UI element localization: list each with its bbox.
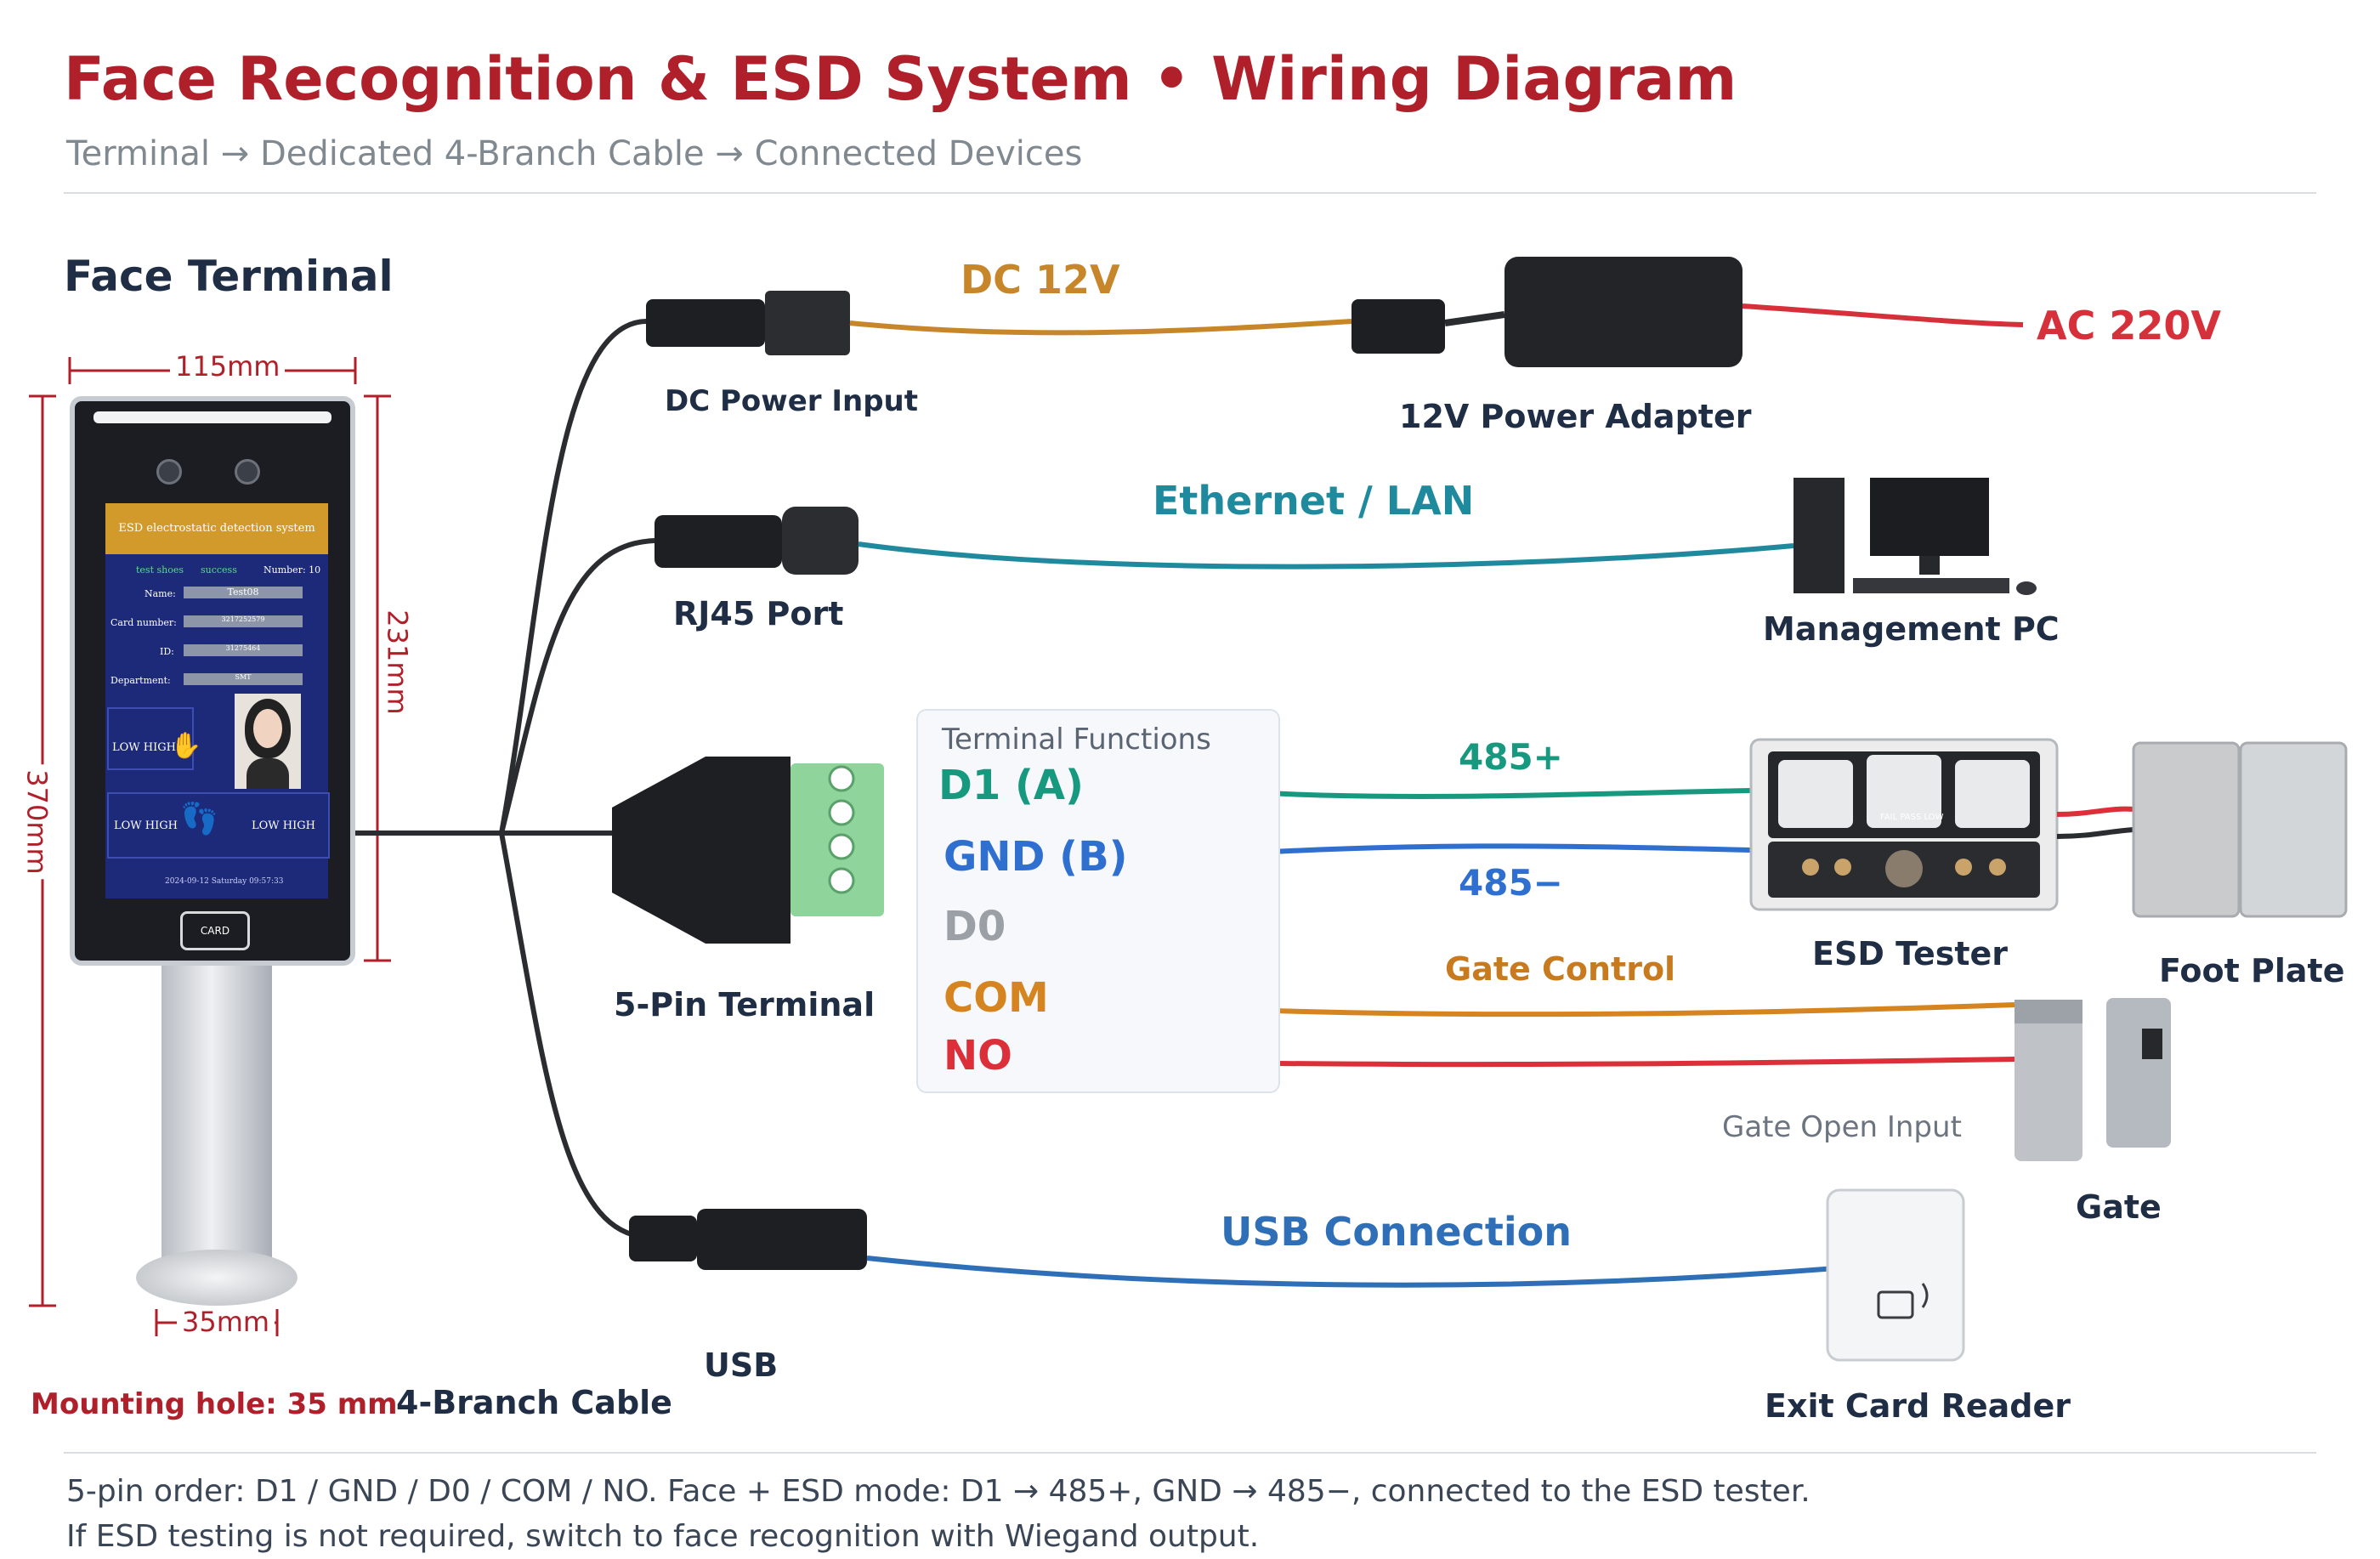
exit-card-reader-label: Exit Card Reader <box>1765 1387 2071 1425</box>
dc-power-input-label: DC Power Input <box>665 384 919 418</box>
page-title: Face Recognition & ESD System • Wiring D… <box>64 44 1737 114</box>
screen-card-value: 3217252579 <box>184 615 303 627</box>
dimension-width-label: 115mm <box>170 350 286 383</box>
terminal-stand <box>162 966 272 1272</box>
five-pin-connector <box>612 757 884 944</box>
screen-dept-value: SMT <box>184 673 303 685</box>
pin-gnd-label: GND (B) <box>944 833 1128 881</box>
cable-label: 4-Branch Cable <box>396 1384 672 1421</box>
dc-12v-label: DC 12V <box>960 257 1120 303</box>
power-adapter <box>1352 257 1742 367</box>
screen-name-label: Name: <box>144 588 176 599</box>
screen-status-left: test shoes <box>136 564 184 575</box>
esd-tester-device <box>1749 738 2059 911</box>
screen-name-value: Test08 <box>184 587 303 598</box>
footer-note: 5-pin order: D1 / GND / D0 / COM / NO. F… <box>66 1469 1810 1559</box>
pin-d0-label: D0 <box>944 903 1006 950</box>
footer-line-1: 5-pin order: D1 / GND / D0 / COM / NO. F… <box>66 1474 1810 1509</box>
ac-220v-label: AC 220V <box>2037 303 2221 349</box>
pin-no-label: NO <box>944 1032 1012 1080</box>
gate-control-label: Gate Control <box>1445 950 1676 988</box>
screen-low-high-right: LOW HIGH <box>252 819 315 832</box>
pin-d1-label: D1 (A) <box>938 762 1084 809</box>
wire-485-minus-label: 485− <box>1459 862 1563 904</box>
gate-label: Gate <box>2076 1188 2162 1226</box>
esd-panel-text: FAIL PASS LOW <box>1880 813 1944 822</box>
management-pc-icon <box>1794 478 2037 595</box>
screen-dept-label: Department: <box>110 675 171 686</box>
power-adapter-label: 12V Power Adapter <box>1399 398 1752 435</box>
footer-divider <box>64 1452 2316 1454</box>
face-photo-shoulders <box>246 758 289 789</box>
camera-icon <box>235 459 260 485</box>
terminal-screen: ESD electrostatic detection system test … <box>105 503 330 899</box>
dc-12v-wire <box>849 319 1352 336</box>
wire-485-plus-label: 485+ <box>1459 736 1563 778</box>
foot-plate-black-wire <box>2056 827 2134 839</box>
screen-foot-panel: LOW HIGH 👣 LOW HIGH <box>107 792 330 859</box>
foot-plate-label: Foot Plate <box>2159 952 2345 989</box>
screen-header: ESD electrostatic detection system <box>105 503 328 554</box>
face-photo-face <box>253 709 282 748</box>
screen-low-high: LOW HIGH <box>112 741 176 754</box>
screen-card-label: Card number: <box>110 617 177 628</box>
foot-plate-device <box>2132 741 2348 918</box>
usb-wire <box>866 1256 1837 1288</box>
rj45-connector <box>654 507 858 575</box>
usb-label: USB <box>704 1346 779 1384</box>
terminal-base <box>136 1250 298 1306</box>
screen-footer-date: 2024-09-12 Saturday 09:57:33 <box>165 877 284 886</box>
hand-icon: ✋ <box>170 731 202 761</box>
ac-220v-wire <box>1742 303 2024 327</box>
gate-device <box>2014 998 2171 1161</box>
screen-status-right: Number: 10 <box>264 564 321 575</box>
footer-line-2: If ESD testing is not required, switch t… <box>66 1519 1260 1554</box>
dc-power-connector <box>646 291 850 355</box>
screen-status-mid: success <box>201 564 237 575</box>
exit-card-reader-device <box>1826 1188 1965 1362</box>
screen-low-high-left: LOW HIGH <box>114 819 178 832</box>
dimension-hole-label: 35mm <box>177 1306 275 1338</box>
card-reader-area: CARD <box>180 911 250 950</box>
usb-connection-label: USB Connection <box>1221 1209 1572 1255</box>
five-pin-terminal-label: 5-Pin Terminal <box>614 986 876 1023</box>
page-subtitle: Terminal → Dedicated 4-Branch Cable → Co… <box>66 134 1083 173</box>
terminal-functions-box: Terminal Functions D1 (A) GND (B) D0 COM… <box>916 709 1280 1093</box>
dimension-screen-label: 231mm <box>381 604 414 720</box>
header-divider <box>64 192 2316 194</box>
esd-tester-label: ESD Tester <box>1812 935 2009 972</box>
cable-branches <box>355 319 655 1239</box>
terminal-light-bar <box>94 411 332 423</box>
screen-hand-panel: LOW HIGH ✋ <box>107 707 201 770</box>
face-terminal-device: ESD electrostatic detection system test … <box>70 396 355 966</box>
terminal-functions-title: Terminal Functions <box>942 723 1211 757</box>
ethernet-lan-label: Ethernet / LAN <box>1153 478 1475 524</box>
gate-open-input-label: Gate Open Input <box>1722 1110 1962 1144</box>
foot-plate-red-wire <box>2056 806 2134 817</box>
face-photo <box>235 694 301 789</box>
screen-id-value: 31275464 <box>184 644 303 656</box>
rj45-port-label: RJ45 Port <box>673 595 844 632</box>
camera-icon <box>156 459 182 485</box>
dimension-height-label: 370mm <box>20 764 54 880</box>
mounting-hole-label: Mounting hole: 35 mm <box>31 1387 398 1421</box>
screen-id-label: ID: <box>160 646 174 657</box>
ethernet-wire <box>858 541 1794 570</box>
left-foot-icon: 👣 <box>180 802 218 836</box>
usb-connector <box>629 1209 867 1270</box>
pin-com-label: COM <box>944 974 1049 1022</box>
management-pc-label: Management PC <box>1763 610 2060 648</box>
face-terminal-heading: Face Terminal <box>64 252 394 301</box>
